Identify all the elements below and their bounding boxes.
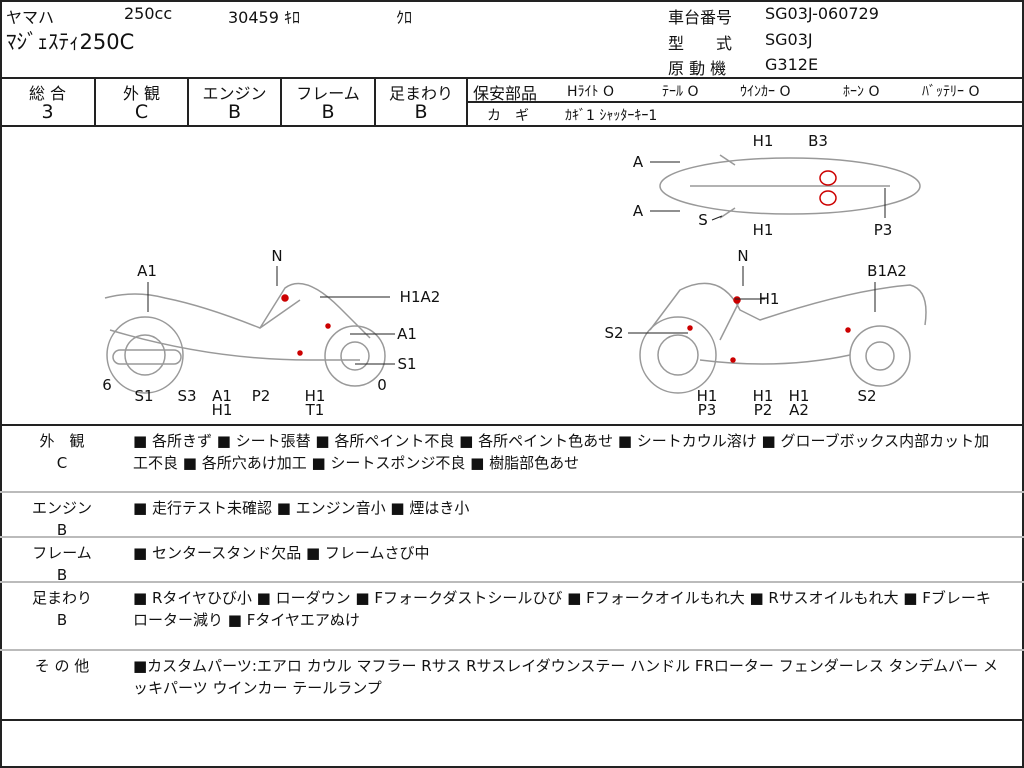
note-category: そ の 他: [34, 657, 90, 675]
note-text: ■ 走行テスト未確認 ■ エンジン音小 ■ 煙はき小: [133, 499, 470, 517]
note-category: 足まわり: [31, 589, 92, 607]
divider: [467, 101, 1024, 103]
note-grade: C: [56, 454, 68, 472]
note-text: ■ Rタイヤひび小 ■ ローダウン ■ Fフォークダストシールひび ■ Fフォー…: [133, 589, 991, 629]
notes-suspension: 足まわり B ■ Rタイヤひび小 ■ ローダウン ■ Fフォークダストシールひび ■…: [0, 583, 1024, 651]
divider: [0, 77, 1024, 79]
key-label: カ ギ: [487, 108, 529, 124]
divider: [187, 77, 189, 126]
safety-item: ﾊﾞｯﾃﾘｰ O: [922, 84, 980, 100]
safety-label: 保安部品: [473, 84, 538, 103]
grade-value: B: [414, 101, 428, 123]
damage-code-label: A2: [789, 401, 809, 419]
model-name: ﾏｼﾞｪｽﾃｨ250C: [6, 30, 135, 54]
damage-code-label: A1: [212, 387, 232, 405]
note-category: エンジン: [31, 499, 92, 517]
damage-code-label: N: [737, 247, 749, 265]
grade-value: B: [321, 101, 335, 123]
damage-code-label: S3: [177, 387, 197, 405]
grade-value: B: [227, 101, 242, 123]
grade-header: 総 合: [28, 84, 67, 103]
notes-engine: エンジン B ■ 走行テスト未確認 ■ エンジン音小 ■ 煙はき小: [0, 493, 1024, 541]
engine-label: 原 動 機: [668, 59, 727, 78]
note-label: フレーム B: [22, 542, 102, 586]
note-grade: B: [56, 521, 68, 539]
frame-no-label: 車台番号: [668, 8, 733, 27]
grade-value: 3: [41, 101, 54, 123]
maker: ヤマハ: [6, 8, 55, 27]
damage-code-label: P2: [251, 387, 271, 405]
divider: [280, 77, 282, 126]
damage-code-label: A: [632, 202, 644, 220]
note-text: ■ 各所きず ■ シート張替 ■ 各所ペイント不良 ■ 各所ペイント色あせ ■ …: [133, 432, 990, 472]
divider: [0, 424, 1024, 426]
note-category: 外 観: [39, 432, 85, 450]
damage-code-label: H1: [696, 387, 718, 405]
damage-code-label: S: [698, 211, 708, 229]
safety-item: ﾃｰﾙ O: [662, 84, 699, 100]
note-label: 外 観 C: [22, 430, 102, 474]
note-label: エンジン B: [22, 497, 102, 541]
damage-code-label: 6: [102, 376, 112, 394]
damage-code-label: H1A2: [399, 288, 441, 306]
damage-code-label: P3: [697, 401, 717, 419]
type-label: 型 式: [668, 34, 733, 53]
damage-code-label: P2: [753, 401, 773, 419]
damage-code-label: 0: [377, 376, 387, 394]
damage-code-label: S2: [857, 387, 877, 405]
damage-code-label: S1: [134, 387, 154, 405]
damage-code-label: B3: [808, 132, 828, 150]
divider: [374, 77, 376, 126]
damage-code-label: A1: [397, 325, 417, 343]
frame-no: SG03J-060729: [765, 4, 879, 23]
safety-item: ﾎｰﾝ O: [843, 84, 880, 100]
damage-code-label: H1: [758, 290, 780, 308]
engine-model: G312E: [765, 55, 819, 74]
note-text: ■ センタースタンド欠品 ■ フレームさび中: [133, 544, 430, 562]
notes-exterior: 外 観 C ■ 各所きず ■ シート張替 ■ 各所ペイント不良 ■ 各所ペイント色あ…: [0, 426, 1024, 493]
color: ｸﾛ: [396, 8, 413, 27]
divider: [94, 77, 96, 126]
note-grade: B: [56, 566, 68, 584]
mileage: 30459 ｷﾛ: [228, 8, 300, 27]
displacement: 250cc: [124, 4, 173, 23]
note-label: 足まわり B: [22, 587, 102, 631]
note-label: そ の 他: [22, 655, 102, 677]
safety-item: ｳｲﾝｶｰ O: [740, 84, 791, 100]
note-category: フレーム: [32, 544, 92, 562]
grade-header: エンジン: [202, 84, 267, 103]
note-grade: B: [56, 611, 68, 629]
notes-other: そ の 他 ■カスタムパーツ:エアロ カウル マフラー Rサス Rサスレイダウンス…: [0, 651, 1024, 721]
notes-frame: フレーム B ■ センタースタンド欠品 ■ フレームさび中: [0, 538, 1024, 586]
grade-header: 足まわり: [388, 84, 453, 103]
damage-code-label: B1A2: [867, 262, 907, 280]
divider: [466, 77, 468, 126]
type: SG03J: [765, 30, 813, 49]
damage-code-label: A: [632, 153, 644, 171]
divider: [0, 125, 1024, 127]
damage-code-label: A1: [137, 262, 157, 280]
note-text: ■カスタムパーツ:エアロ カウル マフラー Rサス Rサスレイダウンステー ハン…: [133, 657, 998, 697]
damage-code-label: T1: [305, 401, 325, 419]
grade-header: フレーム: [296, 84, 360, 103]
damage-code-label: H1: [752, 132, 774, 150]
damage-code-label: H1: [304, 387, 326, 405]
damage-code-label: S2: [604, 324, 624, 342]
safety-item: Hﾗｲﾄ O: [567, 84, 614, 100]
key-value: ｶｷﾞ1 ｼｬｯﾀｰｷｰ1: [565, 108, 658, 124]
damage-code-label: H1: [211, 401, 233, 419]
damage-code-label: P3: [873, 221, 893, 239]
damage-code-label: H1: [752, 387, 774, 405]
damage-code-label: S1: [397, 355, 417, 373]
damage-code-label: H1: [752, 221, 774, 239]
damage-code-label: H1: [788, 387, 810, 405]
damage-code-label: N: [271, 247, 283, 265]
grade-header: 外 観: [122, 84, 161, 103]
grade-value: C: [134, 101, 149, 123]
